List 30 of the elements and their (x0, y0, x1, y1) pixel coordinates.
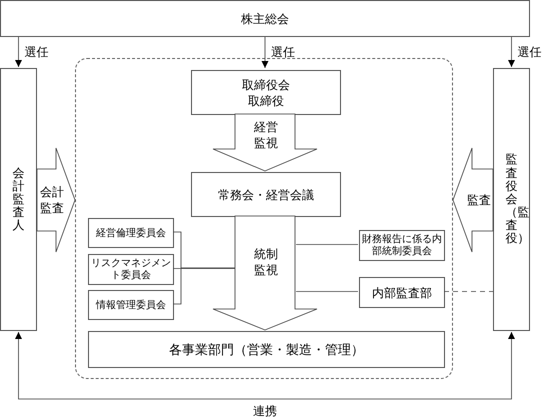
process-box: 財務報告に係る内部統制委員会 (359, 230, 445, 261)
connector-line (172, 268, 236, 269)
edge-label: 選任 (271, 44, 295, 60)
edge-label: 経営監視 (254, 119, 278, 151)
edge-label: 統制監視 (254, 246, 278, 278)
block-arrow (212, 216, 318, 330)
dashed-connector (444, 291, 494, 292)
arrow (15, 36, 22, 68)
process-box: 情報管理委員会 (88, 290, 174, 320)
vertical-box: 監査役会（監査役） (493, 68, 530, 331)
arrow (15, 332, 515, 400)
process-box: 各事業部門（営業・製造・管理） (88, 331, 445, 368)
connector-line (296, 291, 358, 292)
edge-label: 選任 (24, 44, 48, 60)
process-box: リスクマネジメント委員会 (88, 254, 174, 285)
edge-label: 会計監査 (40, 184, 64, 216)
arrow (262, 36, 268, 68)
process-box: 内部監査部 (359, 277, 445, 308)
arrow (508, 36, 515, 68)
block-arrow (452, 148, 494, 252)
process-box: 経営倫理委員会 (88, 218, 174, 248)
connector-line (296, 244, 358, 245)
edge-label: 選任 (518, 44, 542, 60)
block-arrow (36, 148, 76, 252)
vertical-box: 会計監査人 (0, 68, 37, 331)
edge-label: 監査 (467, 192, 491, 208)
connector-line (172, 268, 236, 304)
block-arrow (212, 114, 318, 172)
process-box: 株主総会 (0, 0, 530, 37)
edge-label: 連携 (253, 403, 277, 419)
